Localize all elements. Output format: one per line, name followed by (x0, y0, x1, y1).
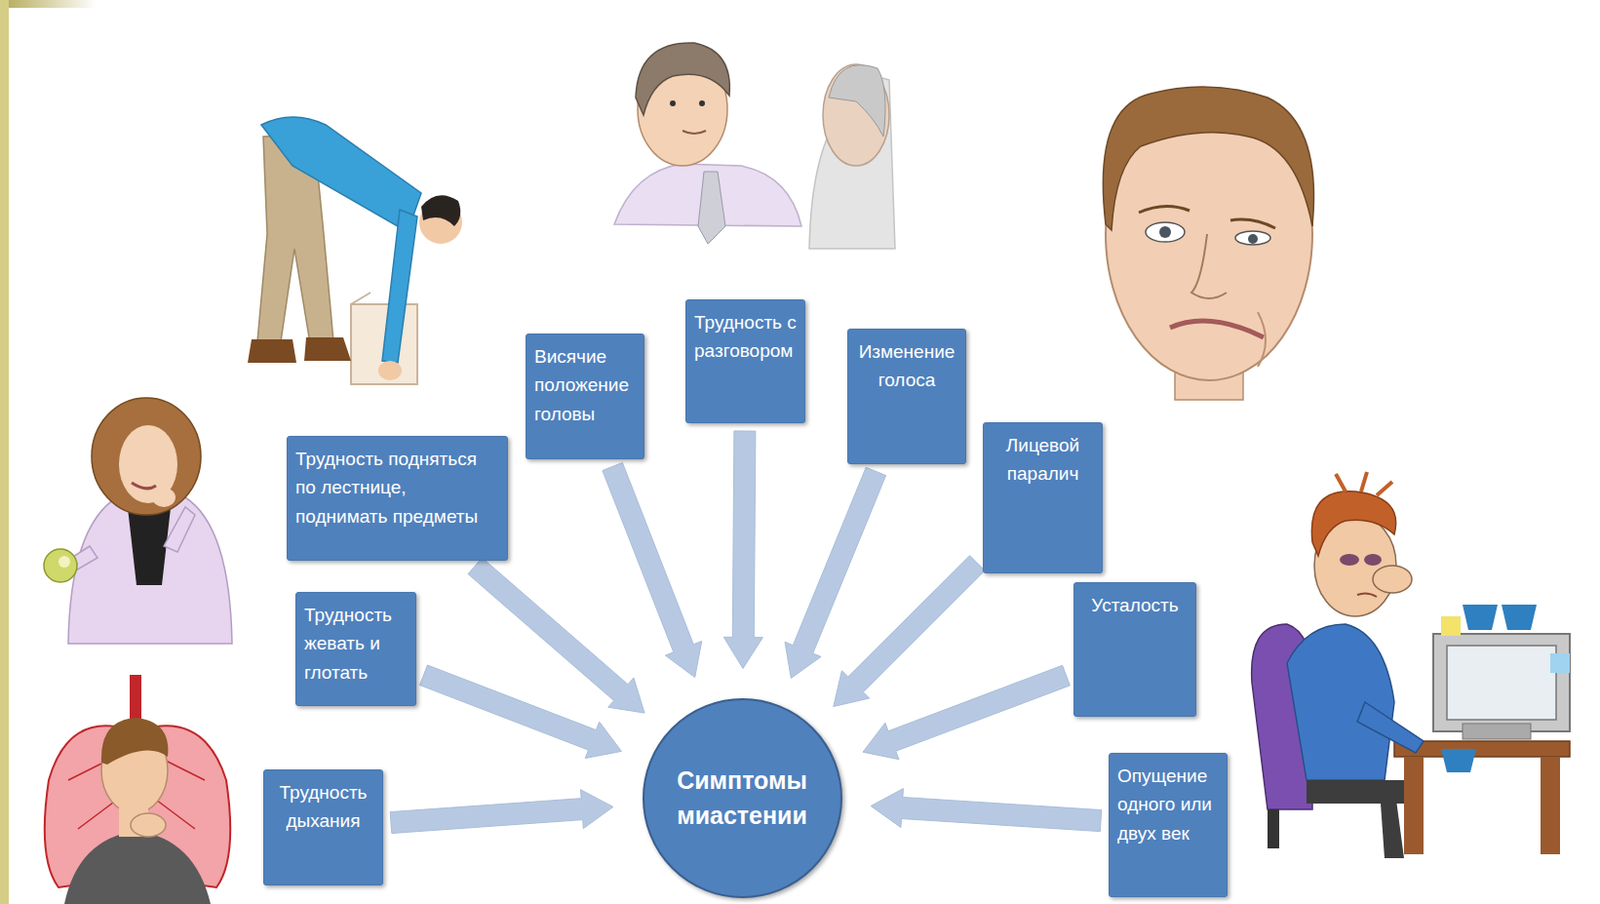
symptom-box: Висячие положение головы (525, 333, 645, 460)
symptom-box: Трудность подняться по лестнице, поднима… (286, 435, 508, 561)
symptom-label: Висячие положение головы (534, 342, 636, 429)
symptom-box: Опущение одного или двух век (1108, 752, 1228, 898)
block-arrow (420, 664, 623, 759)
block-arrow (870, 788, 1101, 832)
breathing-man-figure (44, 674, 231, 904)
symptom-label: Трудность жевать и глотать (304, 600, 408, 687)
symptom-box: Трудность с разговором (685, 299, 806, 424)
symptom-label: Усталость (1082, 590, 1188, 620)
corner-bar (8, 0, 97, 8)
side-stripe (0, 0, 9, 904)
lifting-man-figure (247, 117, 463, 385)
block-arrow (723, 430, 763, 669)
symptom-box: Трудность дыхания (263, 769, 384, 886)
symptom-label: Трудность с разговором (694, 308, 797, 366)
symptom-label: Трудность подняться по лестнице, поднима… (295, 444, 500, 531)
symptom-box: Лицевой паралич (982, 422, 1103, 574)
symptom-box: Трудность жевать и глотать (295, 591, 417, 706)
block-arrow (468, 557, 645, 713)
central-circle: Симптомы миастении (642, 698, 843, 898)
talking-men-figure (614, 42, 896, 249)
symptom-label: Трудность дыхания (272, 778, 375, 836)
block-arrow (602, 462, 703, 677)
symptom-label: Изменение голоса (856, 337, 958, 395)
tired-worker-figure (1251, 471, 1570, 859)
coughing-woman-figure (43, 397, 233, 644)
symptom-box: Изменение голоса (847, 328, 967, 465)
block-arrow (862, 664, 1070, 759)
symptom-label: Лицевой паралич (991, 430, 1094, 489)
block-arrow (833, 555, 985, 707)
symptom-label: Опущение одного или двух век (1117, 761, 1219, 848)
center-label: Симптомы миастении (644, 762, 841, 834)
block-arrow (784, 467, 887, 678)
symptom-box: Усталость (1073, 582, 1197, 717)
drooping-face-figure (1102, 86, 1314, 400)
block-arrow (390, 789, 614, 834)
